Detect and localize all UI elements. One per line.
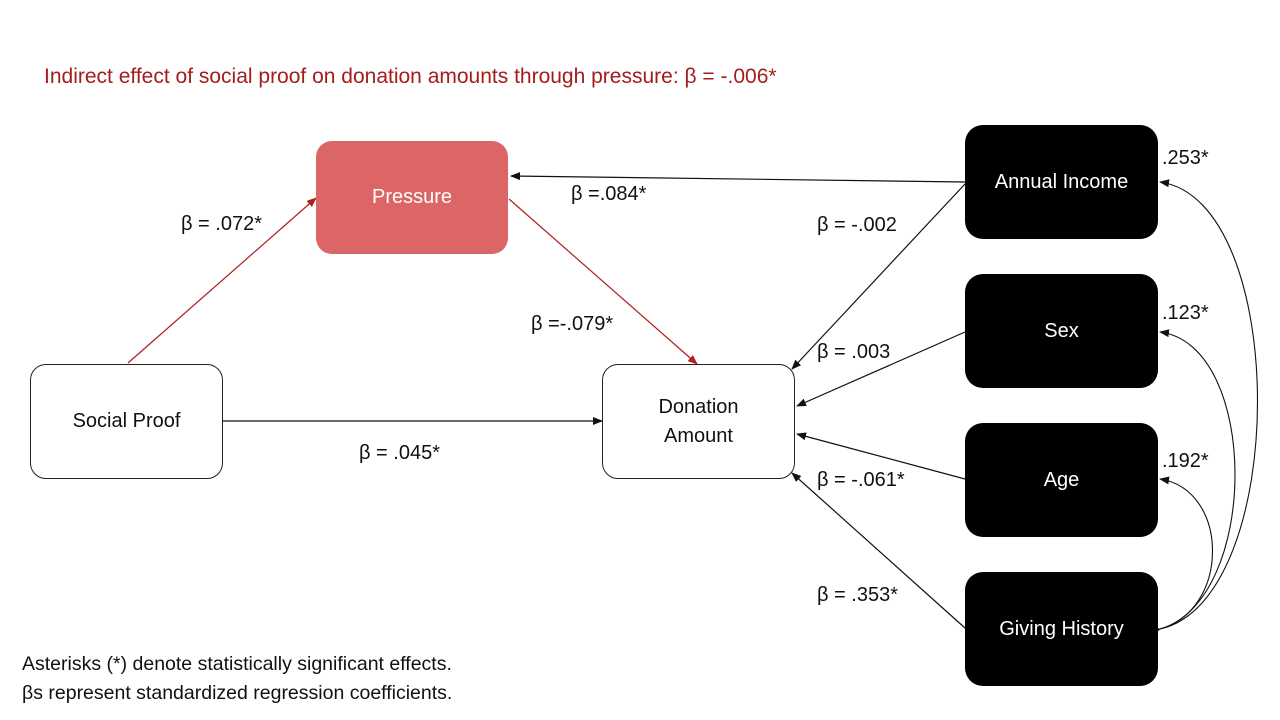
arrow-age-to-donation	[796, 432, 966, 480]
label-history-to-donation: β = .353*	[817, 584, 899, 606]
footnote-betas: βs represent standardized regression coe…	[22, 682, 453, 704]
node-donation-amount: Donation Amount	[602, 364, 795, 479]
label-social-to-donation: β = .045*	[359, 442, 441, 464]
indirect-effect-headline: Indirect effect of social proof on donat…	[44, 65, 777, 88]
node-donation-label-line2: Amount	[664, 424, 733, 447]
arrow-income-to-pressure	[510, 172, 966, 183]
label-sex-to-donation: β = .003	[817, 341, 891, 363]
footnote-asterisks: Asterisks (*) denote statistically signi…	[22, 653, 452, 675]
arrow-sex-to-donation	[796, 331, 966, 407]
label-income-to-donation: β = -.002	[817, 214, 897, 236]
label-corr-sex-history: .123*	[1162, 302, 1209, 324]
curve-age-history	[1150, 476, 1213, 636]
node-sex: Sex	[965, 274, 1158, 388]
arrow-history-to-donation	[791, 472, 966, 629]
curve-sex-history	[1150, 329, 1236, 636]
node-giving-history-label: Giving History	[999, 617, 1124, 640]
arrow-income-to-donation	[791, 183, 966, 370]
node-pressure-label: Pressure	[371, 186, 453, 208]
node-donation-label-line1: Donation	[658, 395, 739, 418]
label-corr-income-history: .253*	[1162, 147, 1209, 169]
label-income-to-pressure: β =.084*	[571, 183, 647, 205]
label-corr-age-history: .192*	[1162, 450, 1209, 472]
node-age-label: Age	[1043, 468, 1080, 491]
node-age: Age	[965, 423, 1158, 537]
curve-income-history	[1150, 179, 1259, 635]
node-pressure: Pressure	[316, 141, 508, 254]
label-social-to-pressure: β = .072*	[181, 213, 263, 235]
node-sex-label: Sex	[1044, 319, 1079, 342]
node-social-proof: Social Proof	[30, 364, 223, 479]
node-social-proof-label: Social Proof	[72, 410, 181, 432]
arrow-social-to-pressure	[127, 197, 317, 364]
arrow-pressure-to-donation	[508, 198, 698, 365]
label-age-to-donation: β = -.061*	[817, 469, 905, 491]
label-pressure-to-donation: β =-.079*	[531, 313, 614, 335]
node-annual-income-label: Annual Income	[994, 170, 1129, 193]
node-annual-income: Annual Income	[965, 125, 1158, 239]
node-giving-history: Giving History	[965, 572, 1158, 686]
